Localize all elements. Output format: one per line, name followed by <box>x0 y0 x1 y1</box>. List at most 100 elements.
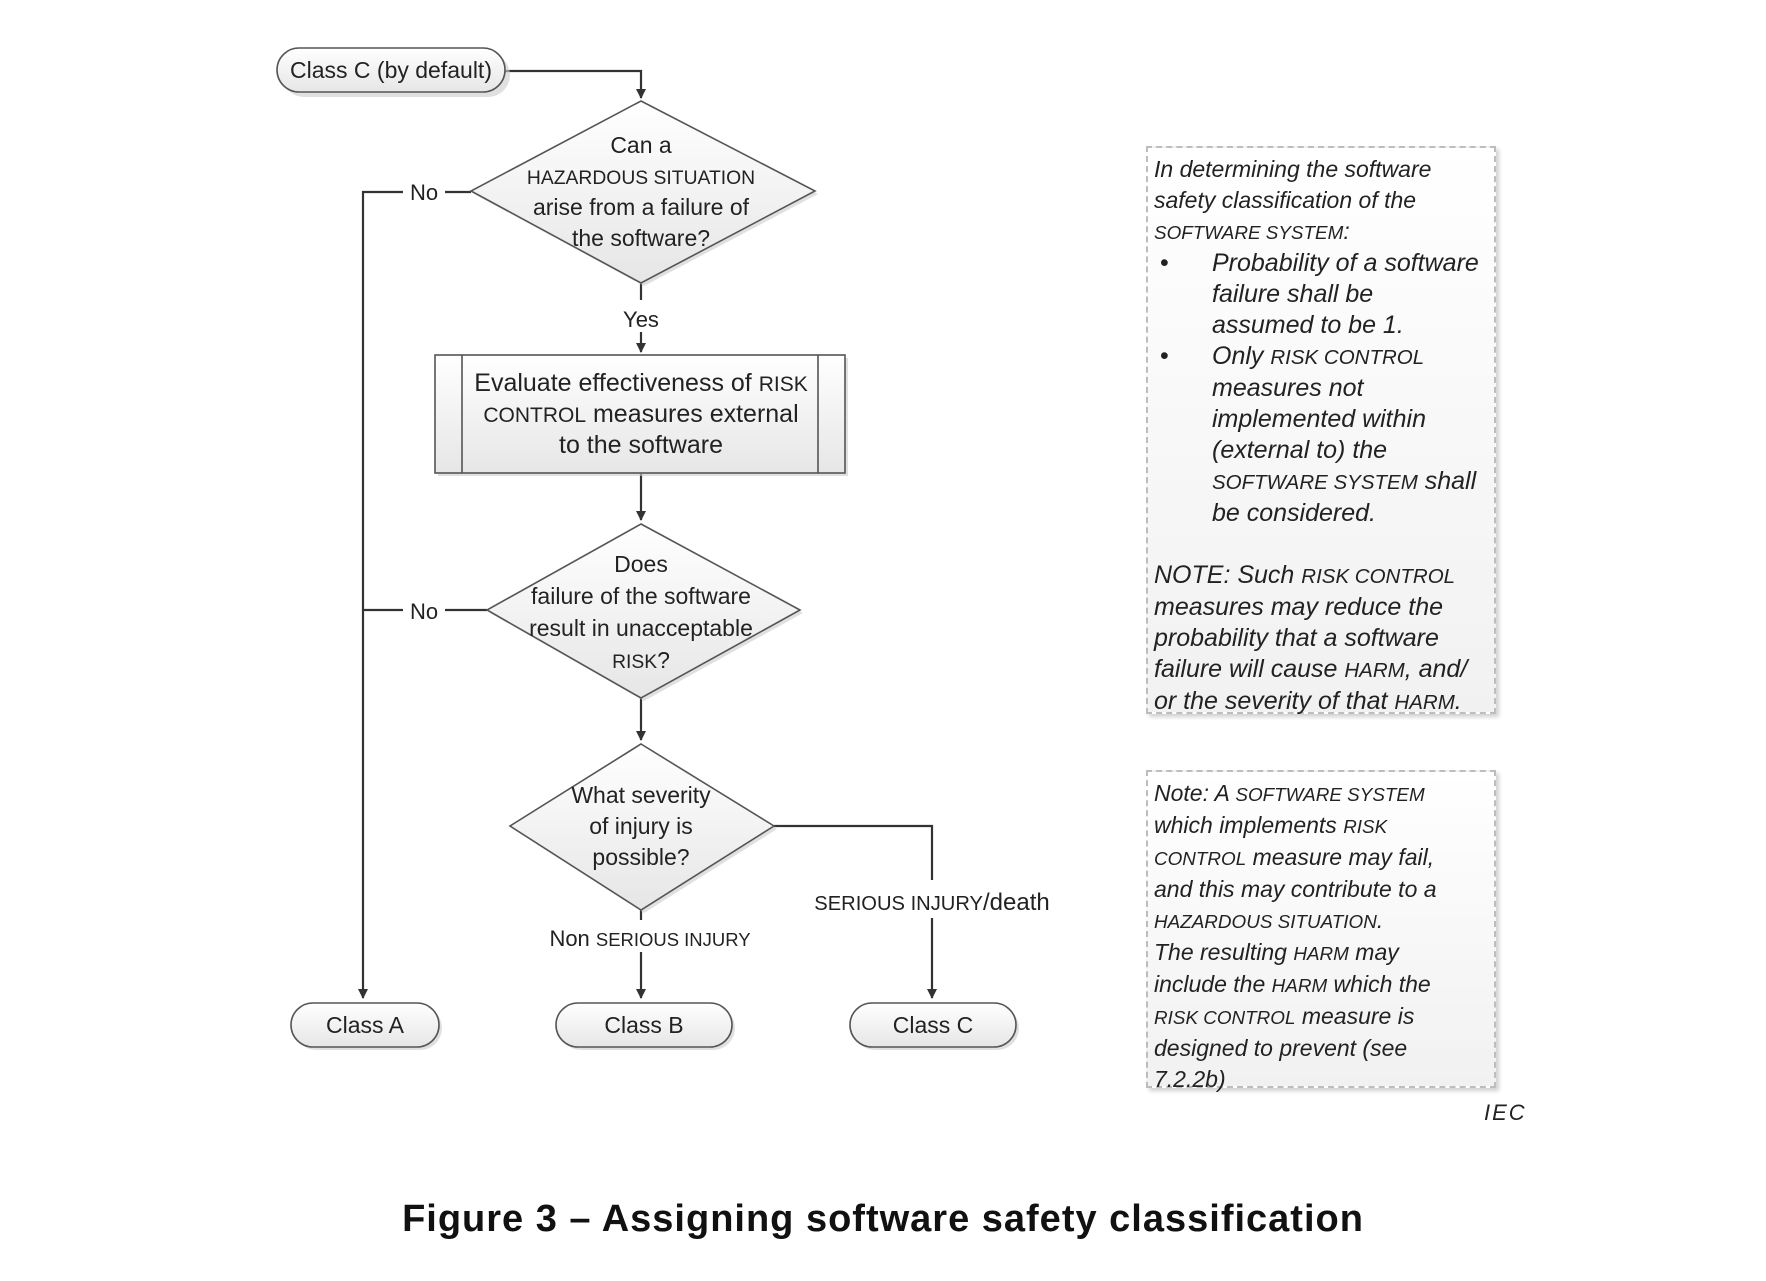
text-line: Does <box>614 551 668 577</box>
text-line: failure shall be <box>1212 279 1488 310</box>
text-run: Non <box>549 926 595 951</box>
iec-source-mark: IEC <box>1484 1100 1527 1125</box>
text-line: 7.2.2b) <box>1154 1064 1488 1095</box>
note1-spacer <box>1154 529 1488 560</box>
decision1-text: Can a HAZARDOUS SITUATION arise from a fai… <box>527 132 755 251</box>
text-line: result in unacceptable <box>529 615 753 641</box>
text-line: of injury is <box>589 813 693 839</box>
text-run: In determining the software <box>1154 156 1432 182</box>
text-line: designed to prevent (see <box>1154 1033 1488 1064</box>
small-caps-term: CONTROL <box>1154 848 1247 869</box>
small-caps-term: SOFTWARE SYSTEM <box>1235 784 1425 805</box>
text-run: implemented within <box>1212 405 1426 433</box>
text-line: or the severity of that HARM. <box>1154 686 1488 718</box>
outcome-class-c: Class C <box>849 1002 1019 1050</box>
figure-caption: Figure 3 – Assigning software safety cla… <box>402 1198 1364 1240</box>
text-run: may <box>1348 939 1399 965</box>
connector-no1-to-class-a <box>358 190 403 999</box>
decision-hazardous-situation: Can a HAZARDOUS SITUATION arise from a fai… <box>469 100 818 286</box>
decision-injury-severity: What severity of injury is possible? <box>508 743 777 913</box>
text-line: failure of the software <box>531 583 751 609</box>
connector-decision3-right <box>774 824 934 880</box>
text-run: include the <box>1154 971 1272 997</box>
decision-unacceptable-risk: Does failure of the software result in una… <box>485 523 803 701</box>
text-run: measure may fail, <box>1246 844 1435 870</box>
text-line: (external to) the <box>1212 435 1488 466</box>
text-line: The resulting HARM may <box>1154 937 1488 969</box>
small-caps-term: RISK <box>612 652 657 673</box>
text-line: RISK CONTROL measure is <box>1154 1001 1488 1033</box>
text-run: possible? <box>592 844 689 870</box>
process-evaluate-risk-control: Evaluate effectiveness of RISK CONTROL me… <box>434 354 848 476</box>
text-line: HAZARDOUS SITUATION. <box>1154 905 1488 937</box>
text-line: SOFTWARE SYSTEM shall <box>1212 466 1488 498</box>
text-line: probability that a software <box>1154 623 1488 654</box>
text-line: NOTE: Such RISK CONTROL <box>1154 560 1488 592</box>
text-line: Probability of a software <box>1212 248 1488 279</box>
edge-label-non-serious-injury: Non SERIOUS INJURY <box>549 926 750 951</box>
text-run: of injury is <box>589 813 693 839</box>
text-line: HAZARDOUS SITUATION <box>527 168 755 189</box>
text-line: What severity <box>571 782 711 808</box>
text-run: assumed to be 1. <box>1212 311 1404 339</box>
note1-intro: In determining the software safety classi… <box>1154 154 1488 248</box>
text-run: The resulting <box>1154 939 1294 965</box>
small-caps-term: RISK <box>759 373 808 396</box>
outcome-class-b: Class B <box>555 1002 735 1050</box>
text-run: Evaluate effectiveness of <box>474 369 758 397</box>
small-caps-term: RISK CONTROL <box>1270 346 1425 369</box>
connector-start-to-decision1 <box>505 69 646 99</box>
small-caps-term: HARM <box>1344 659 1405 682</box>
text-line: measures not <box>1212 373 1488 404</box>
text-line: possible? <box>592 844 689 870</box>
text-run: measure is <box>1295 1003 1415 1029</box>
small-caps-term: RISK CONTROL <box>1301 565 1456 588</box>
small-caps-term: RISK CONTROL <box>1154 1007 1296 1028</box>
text-run: failure will cause <box>1154 655 1345 683</box>
class-a-label: Class A <box>326 1012 405 1038</box>
small-caps-term: HARM <box>1293 943 1349 964</box>
text-run: the software? <box>572 225 710 251</box>
small-caps-term: SOFTWARE SYSTEM <box>1212 471 1418 494</box>
text-line: CONTROL measure may fail, <box>1154 842 1488 874</box>
text-run: probability that a software <box>1154 624 1439 652</box>
text-run: safety classification of the <box>1154 187 1417 213</box>
text-run: Only <box>1212 342 1271 370</box>
edge-label-no-risk: No <box>410 599 438 624</box>
small-caps-term: SERIOUS INJURY <box>596 929 751 950</box>
text-line: safety classification of the <box>1154 185 1488 216</box>
text-line: be considered. <box>1212 498 1488 529</box>
start-label: Class C (by default) <box>290 57 492 83</box>
text-run: . <box>1454 687 1462 715</box>
small-caps-term: CONTROL <box>483 404 586 427</box>
text-line: arise from a failure of <box>533 194 750 220</box>
text-run: /death <box>983 889 1050 916</box>
text-run: arise from a failure of <box>533 194 750 220</box>
text-run: measures external <box>586 400 799 428</box>
text-line: Can a <box>610 132 672 158</box>
classification-guidance-note: In determining the software safety classi… <box>1146 146 1496 715</box>
text-run: to the software <box>559 431 723 459</box>
text-run: Probability of a software <box>1212 249 1479 277</box>
small-caps-term: SOFTWARE SYSTEM <box>1154 222 1344 243</box>
text-line: measures may reduce the <box>1154 592 1488 623</box>
text-run: or the severity of that <box>1154 687 1395 715</box>
text-run: (external to) the <box>1212 436 1388 464</box>
text-line: to the software <box>559 431 723 459</box>
text-run: result in unacceptable <box>529 615 753 641</box>
text-line: SOFTWARE SYSTEM: <box>1154 216 1488 248</box>
text-run: . <box>1376 907 1384 933</box>
small-caps-term: HARM <box>1394 691 1455 714</box>
text-line: Evaluate effectiveness of RISK <box>474 369 807 397</box>
text-run: and this may contribute to a <box>1154 876 1437 902</box>
text-run: , and/ <box>1404 655 1468 683</box>
small-caps-term: HAZARDOUS SITUATION <box>1154 911 1377 932</box>
small-caps-term: HAZARDOUS SITUATION <box>527 168 755 189</box>
